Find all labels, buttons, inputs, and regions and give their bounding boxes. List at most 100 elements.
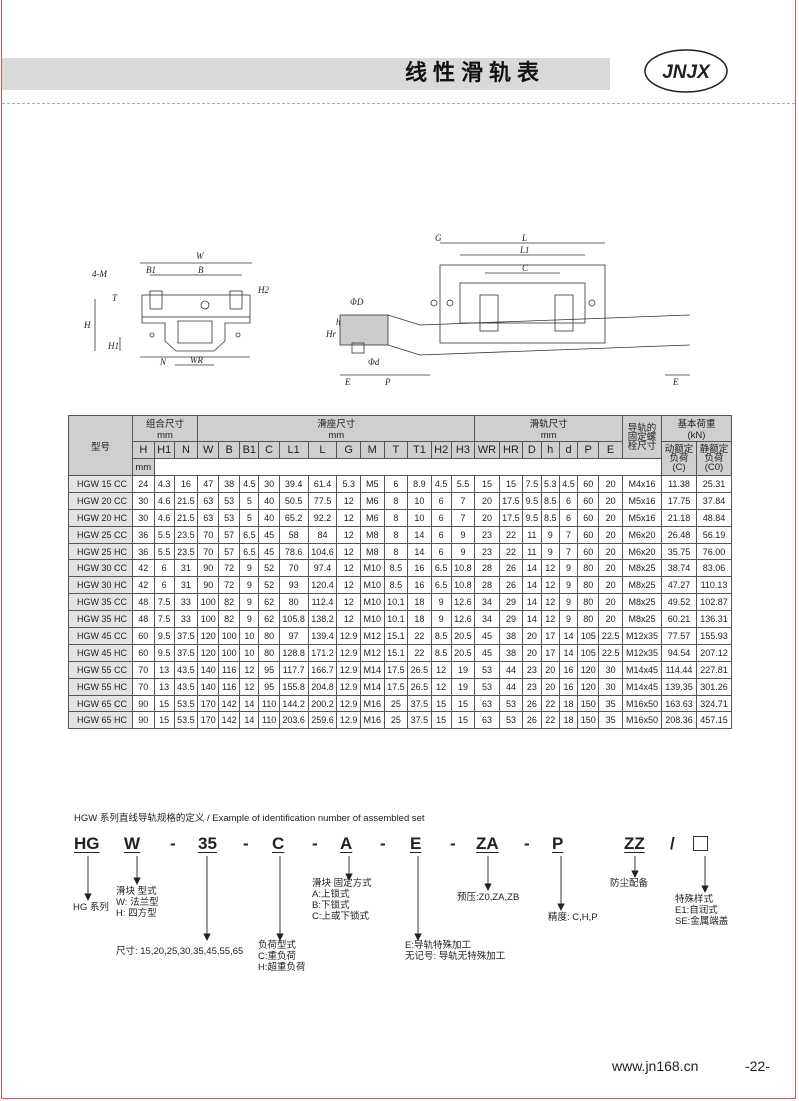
col-h1: H1 <box>153 441 175 459</box>
table-cell: 25 <box>383 711 409 730</box>
table-cell: 26.5 <box>407 677 432 696</box>
svg-text:E: E <box>672 377 679 387</box>
table-cell: 22 <box>407 643 432 662</box>
table-cell: M6x20 <box>622 525 662 544</box>
table-cell: 33 <box>173 593 199 612</box>
table-cell: 22 <box>540 711 560 730</box>
table-cell: 80 <box>278 593 309 612</box>
table-cell: 80 <box>577 559 600 578</box>
code-part: - <box>380 834 386 853</box>
table-cell: 4.3 <box>153 475 175 493</box>
code-part: W <box>124 834 141 853</box>
table-cell: 40 <box>258 491 280 510</box>
table-cell: 14 <box>558 643 579 662</box>
table-cell: 140 <box>197 677 220 696</box>
table-cell: 53 <box>498 694 524 713</box>
table-cell: 33 <box>173 610 199 629</box>
table-cell: 45 <box>258 525 280 544</box>
table-cell: 9.5 <box>153 627 175 645</box>
table-cell: 15 <box>153 694 175 713</box>
note-size: 尺寸: 15,20,25,30,35,45,55,65 <box>116 946 244 957</box>
table-cell: 16 <box>407 559 432 578</box>
table-cell: 9 <box>450 542 476 561</box>
table-cell: 6 <box>430 542 452 561</box>
model-cell: HGW 30 HC <box>68 576 133 595</box>
table-cell: 60 <box>131 643 155 662</box>
table-cell: 8.5 <box>430 627 452 645</box>
table-cell: 39.4 <box>278 475 309 493</box>
table-cell: 7 <box>558 525 579 544</box>
table-cell: 227.81 <box>696 660 732 679</box>
note-accuracy: 精度: C,H,P <box>548 912 598 923</box>
table-cell: 72 <box>218 559 241 578</box>
table-cell: M14x45 <box>622 660 662 679</box>
col-dynamic: 动额定负荷(C) <box>661 441 697 476</box>
table-cell: 53.5 <box>173 711 199 730</box>
table-cell: 114.44 <box>661 660 697 679</box>
model-cell: HGW 65 HC <box>68 711 133 730</box>
table-cell: 9 <box>558 559 579 578</box>
table-cell: 7 <box>558 542 579 561</box>
table-cell: 9 <box>430 593 452 612</box>
table-cell: 15.1 <box>383 643 409 662</box>
table-cell: 155.8 <box>278 677 309 696</box>
table-cell: 7.5 <box>153 610 175 629</box>
table-cell: 5.5 <box>153 525 175 544</box>
table-cell: 259.6 <box>307 711 338 730</box>
model-cell: HGW 20 CC <box>68 491 133 510</box>
table-cell: 12 <box>336 576 361 595</box>
table-cell: 15.1 <box>383 627 409 645</box>
table-cell: 4.5 <box>558 475 579 493</box>
title-banner <box>2 58 610 90</box>
table-cell: 20 <box>598 576 623 595</box>
table-cell: 17 <box>540 627 560 645</box>
table-cell: 15 <box>430 694 452 713</box>
table-cell: 80 <box>258 643 280 662</box>
table-cell: 10 <box>407 508 432 527</box>
table-cell: 120.4 <box>307 576 338 595</box>
model-cell: HGW 35 HC <box>68 610 133 629</box>
table-cell: 97 <box>278 627 309 645</box>
table-cell: 5.5 <box>153 542 175 561</box>
table-cell: 4.5 <box>239 475 260 493</box>
table-cell: 20 <box>598 610 623 629</box>
table-cell: 142 <box>218 711 241 730</box>
table-cell: 12.9 <box>336 711 361 730</box>
table-cell: 120 <box>577 677 600 696</box>
model-cell: HGW 20 HC <box>68 508 133 527</box>
table-cell: 25.31 <box>696 475 732 493</box>
model-cell: HGW 45 HC <box>68 643 133 662</box>
rail-technical-drawing: W B1 B 4-M T H H1 H2 N WR G L L1 C ΦD Φd… <box>83 233 691 387</box>
table-cell: 20 <box>540 660 560 679</box>
table-cell: 26 <box>498 576 524 595</box>
table-cell: 13 <box>153 677 175 696</box>
table-cell: 30 <box>131 508 155 527</box>
table-cell: 128.8 <box>278 643 309 662</box>
svg-text:Φd: Φd <box>368 357 380 367</box>
table-cell: 138.2 <box>307 610 338 629</box>
table-cell: M8 <box>359 542 385 561</box>
col-e: E <box>598 441 623 459</box>
table-cell: M12 <box>359 643 385 662</box>
table-cell: 24 <box>131 475 155 493</box>
table-cell: 30 <box>131 491 155 510</box>
table-cell: 10 <box>239 627 260 645</box>
note-type: 滑块 型式 W: 法兰型 H: 四方型 <box>116 886 159 919</box>
table-cell: 22 <box>407 627 432 645</box>
table-cell: 70 <box>278 559 309 578</box>
table-cell: 83.06 <box>696 559 732 578</box>
table-cell: 12 <box>336 508 361 527</box>
table-cell: 116 <box>218 677 241 696</box>
table-cell: 60 <box>577 525 600 544</box>
table-cell: 31 <box>173 559 199 578</box>
table-cell: 19 <box>450 677 476 696</box>
table-cell: 20.5 <box>450 627 476 645</box>
code-part: - <box>170 834 176 853</box>
table-cell: 12 <box>430 660 452 679</box>
table-cell: M16 <box>359 694 385 713</box>
